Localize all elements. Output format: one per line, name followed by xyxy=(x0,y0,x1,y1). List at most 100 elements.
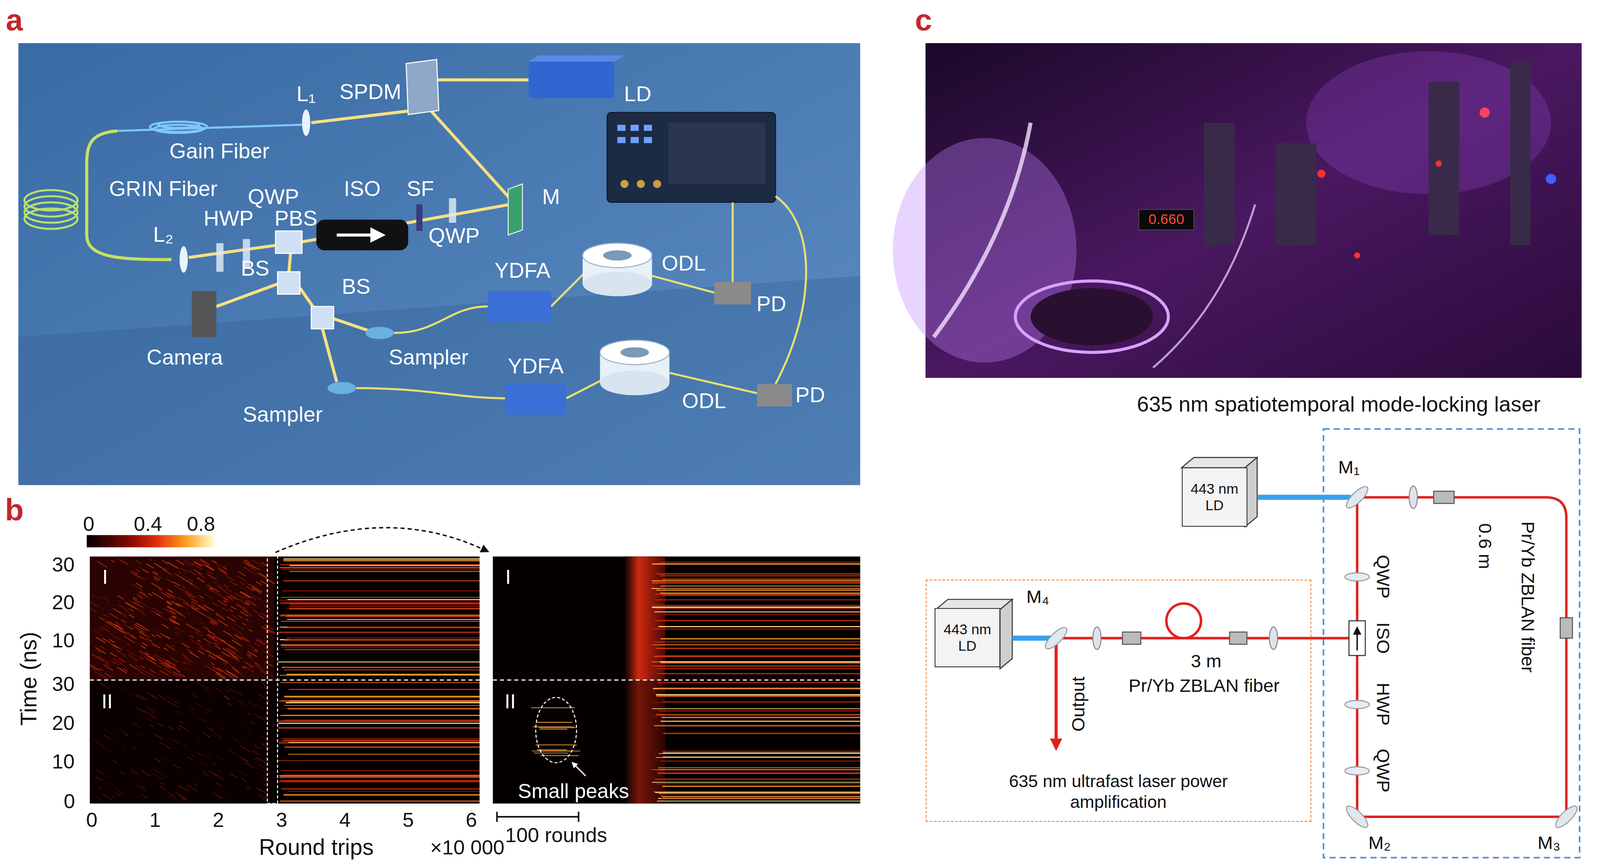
heatmap-cell xyxy=(264,721,274,728)
heatmap-cell xyxy=(651,582,861,584)
mirror xyxy=(508,183,523,235)
heatmap-cell xyxy=(104,673,111,677)
heatmap-cell xyxy=(660,720,861,722)
label-text: 0 xyxy=(86,808,98,831)
heatmap-cell xyxy=(289,570,480,572)
heatmap-cell xyxy=(178,724,189,731)
scale-bar xyxy=(577,811,580,822)
heatmap-cell xyxy=(113,658,122,664)
label-text: 635 nm spatiotemporal mode-locking laser xyxy=(1136,392,1541,416)
heatmap-cell xyxy=(651,708,861,709)
grin-fiber-coil xyxy=(24,208,78,229)
label-text: 0.4 xyxy=(133,512,163,535)
heatmap-cell xyxy=(156,673,160,675)
heatmap-cell xyxy=(283,719,480,721)
setup-illustration xyxy=(18,43,861,486)
heatmap-cell xyxy=(240,740,245,743)
colorbar xyxy=(86,535,215,548)
fiber-link xyxy=(775,195,806,384)
heatmap-cell xyxy=(238,615,244,619)
laser-diode-box: 443 nm LD xyxy=(1181,467,1248,527)
heatmap-cell xyxy=(661,750,861,752)
heatmap-cell xyxy=(284,695,480,697)
heatmap-cell xyxy=(284,746,480,748)
label-text: 10 xyxy=(52,628,75,651)
lab-photo xyxy=(1204,122,1235,246)
heatmap-cell xyxy=(100,645,105,649)
heatmap-cell xyxy=(181,568,188,572)
heatmap-cell xyxy=(287,614,480,616)
heatmap-cell xyxy=(90,664,100,671)
heatmap-cell xyxy=(167,606,179,613)
heatmap-cell xyxy=(99,617,105,621)
heatmap-cell xyxy=(137,693,149,701)
heatmap-cell xyxy=(142,577,147,580)
heatmap-cell xyxy=(261,769,265,772)
heatmap-cell xyxy=(130,769,140,775)
label-text: 10 xyxy=(52,750,75,773)
heatmap-cell xyxy=(189,635,194,638)
heatmap-cell xyxy=(246,786,250,789)
heatmap-cell xyxy=(214,645,221,650)
heatmap-cell xyxy=(286,673,480,675)
heatmap-cell xyxy=(658,797,861,799)
heatmap-cell xyxy=(654,769,861,770)
heatmap-cell xyxy=(200,558,208,563)
heatmap-cell xyxy=(156,634,161,638)
heatmap-cell xyxy=(656,800,861,802)
heatmap-cell xyxy=(113,644,122,650)
heatmap-cell xyxy=(101,684,108,689)
heatmap-cell xyxy=(204,563,215,570)
fiber-link xyxy=(731,202,734,282)
heatmap-cell xyxy=(215,687,224,693)
heatmap-cell xyxy=(282,590,480,592)
heatmap-cell xyxy=(278,720,480,722)
heatmap-cell xyxy=(156,613,162,617)
heatmap-cell xyxy=(111,560,116,563)
heatmap-cell xyxy=(217,667,225,673)
heatmap-cell xyxy=(662,752,861,754)
heatmap-cell xyxy=(190,710,195,714)
laser-schematic xyxy=(1343,802,1372,831)
heatmap-cell xyxy=(243,595,248,599)
heatmap-cell xyxy=(137,566,143,569)
fiber-link xyxy=(394,306,489,334)
heatmap-cell xyxy=(658,793,861,795)
scale-bar xyxy=(496,815,579,818)
heatmap-cell xyxy=(210,621,218,626)
heatmap-cell xyxy=(199,595,204,599)
delay-spool xyxy=(582,271,653,297)
heatmap-cell xyxy=(118,604,128,611)
heatmap-cell xyxy=(281,666,480,668)
heatmap-cell xyxy=(230,614,239,619)
heatmap-cell xyxy=(228,580,237,586)
heatmap-cell xyxy=(234,739,240,743)
photodetector xyxy=(757,383,792,407)
heatmap-cell xyxy=(167,562,179,569)
heatmap-cell xyxy=(140,653,150,660)
heatmap-cell xyxy=(212,792,223,799)
heatmap-cell xyxy=(175,669,181,673)
heatmap-cell xyxy=(255,703,264,709)
heatmap-cell xyxy=(149,724,154,727)
laser-schematic xyxy=(1453,497,1567,618)
heatmap-cell xyxy=(117,595,125,600)
sampler xyxy=(365,326,395,340)
heatmap-cell xyxy=(657,772,861,774)
heatmap-cell xyxy=(118,770,125,775)
heatmap-cell xyxy=(245,618,249,621)
laser-schematic xyxy=(1012,635,1052,641)
label-text: L₁ xyxy=(296,82,316,105)
heatmap-cell xyxy=(109,731,120,738)
heatmap-cell xyxy=(232,673,238,677)
heatmap-cell xyxy=(183,559,194,566)
heatmap-cell xyxy=(98,656,110,663)
heatmap-cell xyxy=(206,692,217,699)
heatmap-cell xyxy=(284,669,480,671)
heatmap-cell xyxy=(242,609,253,616)
heatmap-cell xyxy=(207,587,218,594)
heatmap-cell xyxy=(658,667,861,669)
heatmap-cell xyxy=(223,598,231,603)
label-text: 6 xyxy=(465,808,478,831)
heatmap-cell xyxy=(237,700,247,706)
